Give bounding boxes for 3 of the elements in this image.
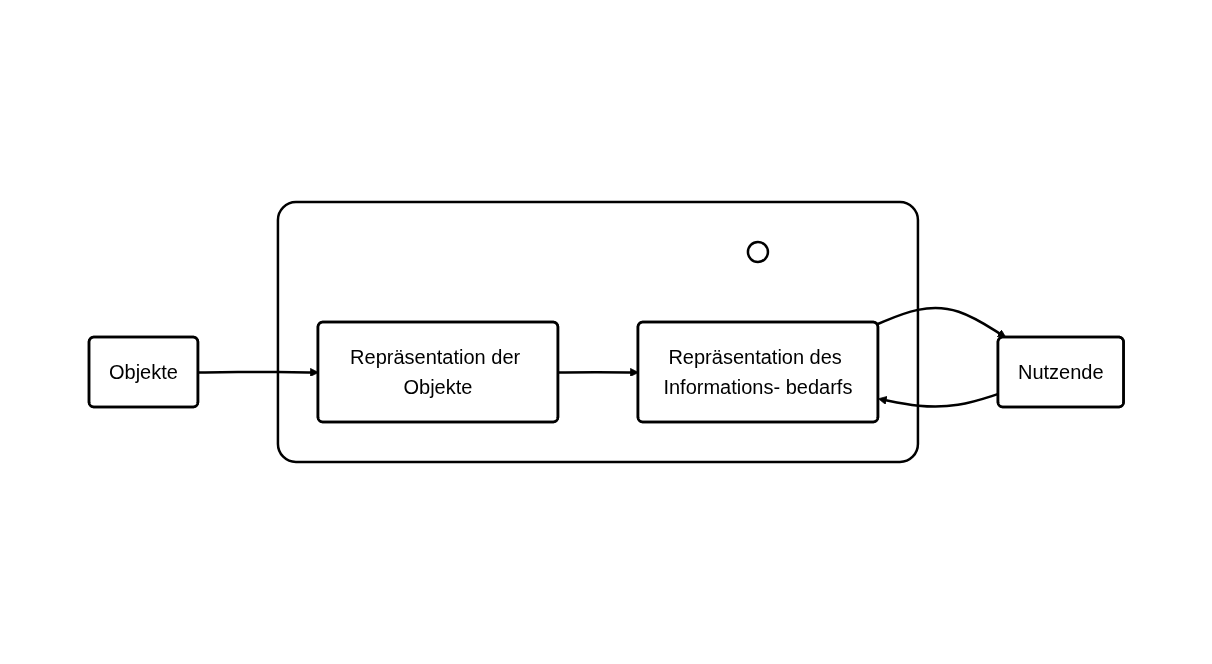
node-ellipse [746,240,769,264]
arrow [876,306,1006,338]
cluster [276,200,919,464]
